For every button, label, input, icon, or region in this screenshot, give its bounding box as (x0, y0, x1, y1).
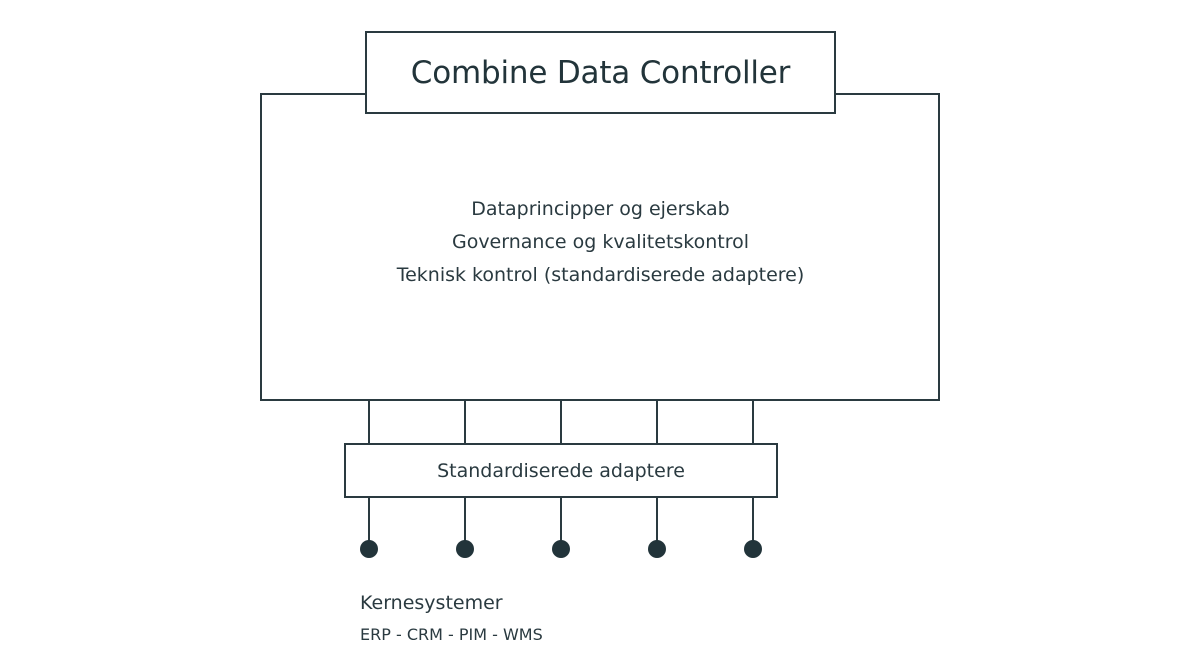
principles-list: Dataprincipper og ejerskab Governance og… (261, 193, 940, 292)
adapter-label: Standardiserede adaptere (437, 459, 685, 482)
system-node (360, 540, 378, 558)
connector-layer (360, 400, 762, 558)
core-systems-title: Kernesystemer (360, 592, 503, 614)
principle-item: Dataprincipper og ejerskab (471, 198, 730, 220)
core-systems-list: ERP - CRM - PIM - WMS (360, 625, 543, 644)
controller-title: Combine Data Controller (410, 54, 791, 91)
system-node (648, 540, 666, 558)
principle-item: Teknisk kontrol (standardiserede adapter… (396, 264, 805, 286)
system-node (552, 540, 570, 558)
system-node (456, 540, 474, 558)
controller-title-box: Combine Data Controller (365, 31, 836, 114)
principle-item: Governance og kvalitetskontrol (451, 231, 750, 253)
system-node (744, 540, 762, 558)
adapter-box: Standardiserede adaptere (344, 443, 778, 498)
